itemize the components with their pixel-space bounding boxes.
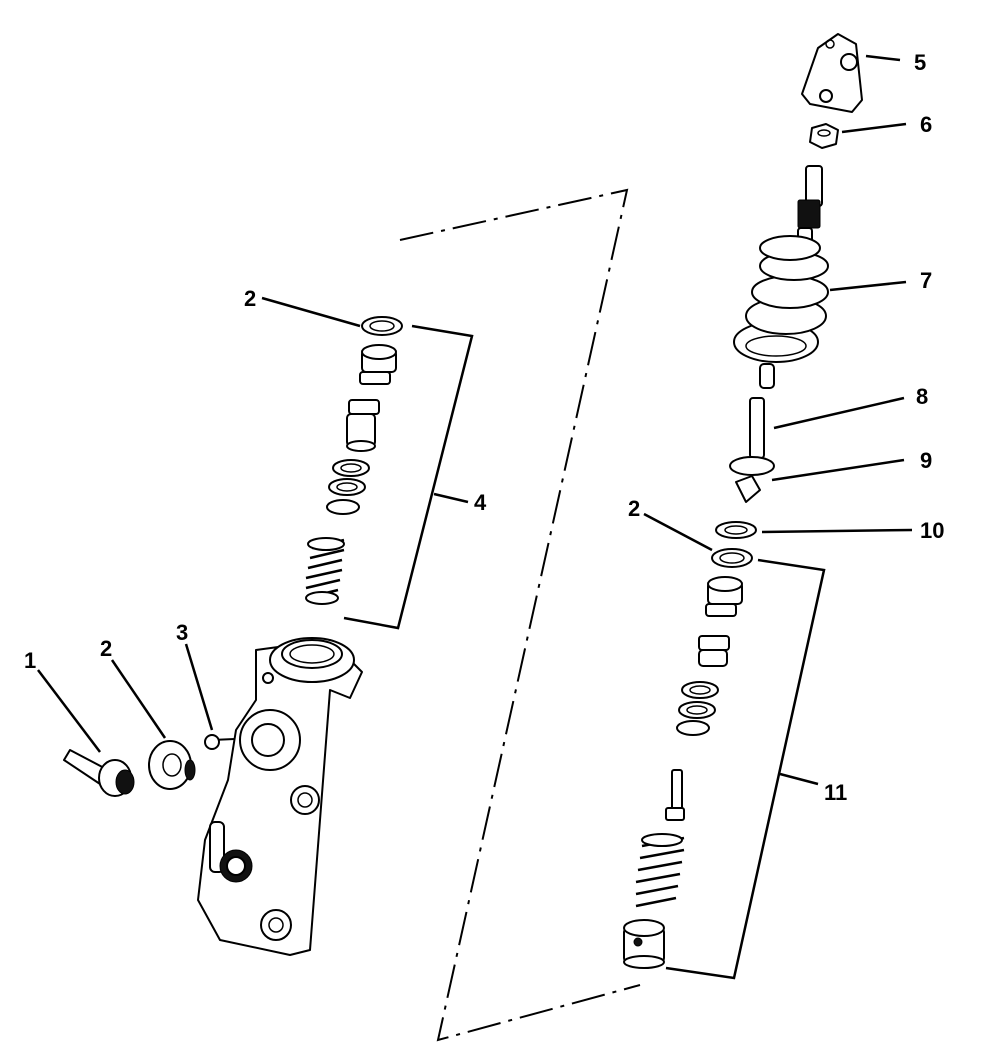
right-seal-ring [711, 548, 753, 568]
callout-2-right: 2 [628, 496, 640, 521]
callout-3: 3 [176, 620, 188, 645]
callout-1: 1 [24, 648, 36, 673]
leader-10 [761, 528, 913, 534]
right-small-bolt [665, 769, 685, 821]
callout-7: 7 [920, 268, 932, 293]
callout-6: 6 [920, 112, 932, 137]
leader-4 [433, 492, 469, 504]
stop-washer [715, 521, 757, 539]
clevis [801, 33, 863, 113]
piston-rod [735, 397, 765, 503]
callout-9: 9 [920, 448, 932, 473]
leader-8 [773, 396, 905, 430]
spring-seat [623, 919, 665, 969]
leader-1 [37, 669, 101, 753]
leader-7 [829, 280, 907, 292]
leader-2-top [261, 296, 361, 328]
right-cup-seals [676, 681, 719, 736]
right-piston [698, 576, 743, 667]
callout-2-top: 2 [244, 286, 256, 311]
left-seal-ring [361, 316, 403, 336]
right-spring [635, 833, 685, 908]
left-cup-seals [326, 459, 370, 515]
callout-10: 10 [920, 518, 944, 543]
seal-washer [148, 740, 196, 790]
callout-5: 5 [914, 50, 926, 75]
leader-9 [771, 458, 905, 482]
leader-5 [865, 54, 901, 62]
leader-2-left [110, 659, 167, 739]
master-cylinder-housing [197, 637, 363, 956]
callout-8: 8 [916, 384, 928, 409]
leader-2-right [643, 512, 713, 552]
dust-boot [733, 235, 829, 389]
callout-2-left: 2 [100, 636, 112, 661]
leader-3 [184, 643, 214, 731]
callout-11: 11 [824, 780, 847, 805]
hose-fitting [63, 749, 135, 797]
retaining-ring [729, 456, 775, 476]
bracket-11 [665, 558, 826, 980]
check-ball [204, 734, 220, 750]
left-spring [305, 537, 345, 605]
leader-11 [779, 772, 819, 786]
callout-4: 4 [474, 490, 487, 515]
bracket-4 [343, 324, 474, 630]
leader-6 [841, 122, 907, 134]
lock-nut [809, 123, 839, 149]
assembly-boundary-line [399, 188, 641, 1042]
left-piston [346, 344, 397, 452]
